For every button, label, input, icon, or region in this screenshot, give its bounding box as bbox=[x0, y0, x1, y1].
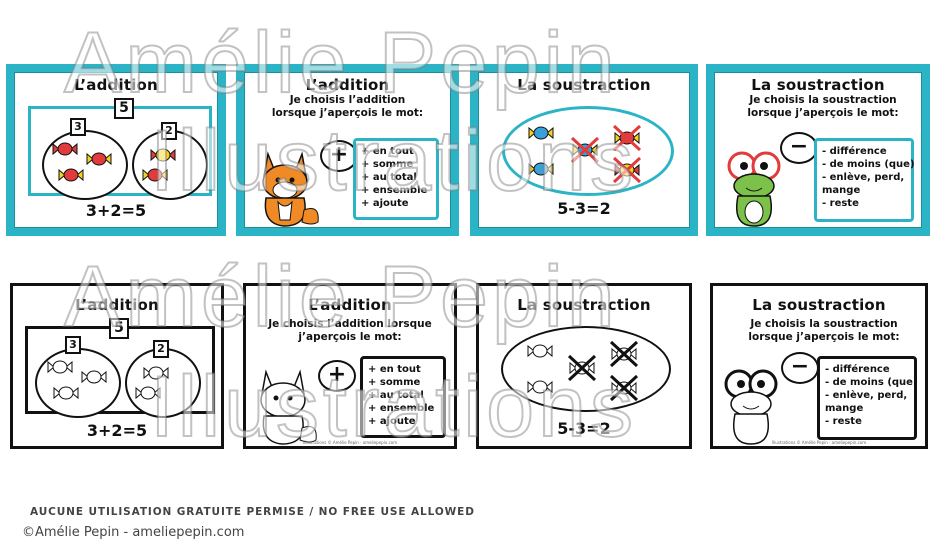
candy-icon bbox=[58, 168, 84, 182]
card-title: La soustraction bbox=[517, 76, 651, 94]
list-item: + ajoute bbox=[368, 416, 416, 427]
list-item: + somme bbox=[368, 377, 421, 388]
list-item: + au total bbox=[368, 390, 424, 401]
list-item: - de moins (que) bbox=[822, 159, 915, 170]
right-number-box: 2 bbox=[153, 340, 169, 358]
card-title: La soustraction bbox=[517, 296, 651, 314]
list-item: + en tout bbox=[361, 146, 414, 157]
thought-bubble-minus: − bbox=[781, 352, 819, 384]
crossed-candy-icon bbox=[612, 156, 642, 184]
list-item: + en tout bbox=[368, 364, 421, 375]
candy-icon bbox=[47, 360, 73, 374]
card-subtitle: Je choisis l’addition lorsque j’aperçois… bbox=[268, 318, 432, 343]
list-item: - enlève, perd, mange bbox=[822, 172, 905, 196]
thought-bubble-plus: + bbox=[320, 140, 358, 172]
card-addition-words-color: L’addition Je choisis l’addition lorsque… bbox=[236, 64, 459, 236]
addition-keyword-list: + en tout + somme + au total + ensemble … bbox=[360, 356, 446, 438]
candy-icon bbox=[135, 386, 161, 400]
crossed-candy-icon bbox=[609, 340, 639, 368]
card-subtraction-words-color: La soustraction Je choisis la soustracti… bbox=[706, 64, 930, 236]
list-item: + ajoute bbox=[361, 198, 409, 209]
list-item: - enlève, perd, mange bbox=[825, 390, 908, 414]
candy-icon bbox=[527, 380, 553, 394]
list-item: - reste bbox=[822, 198, 859, 209]
left-number-box: 3 bbox=[65, 336, 81, 354]
frog-icon bbox=[727, 151, 781, 227]
list-item: + ensemble bbox=[368, 403, 435, 414]
candy-icon bbox=[527, 344, 553, 358]
equation: 3+2=5 bbox=[85, 201, 147, 220]
equation: 3+2=5 bbox=[86, 421, 148, 440]
list-item: - différence bbox=[822, 146, 887, 157]
card-subtitle: Je choisis la soustraction lorsque j’ape… bbox=[748, 318, 900, 343]
list-item: - différence bbox=[825, 364, 890, 375]
card-title: L’addition bbox=[308, 296, 392, 314]
right-number-box: 2 bbox=[161, 122, 177, 140]
candy-icon bbox=[81, 370, 107, 384]
thought-bubble-minus: − bbox=[780, 132, 818, 164]
list-item: - reste bbox=[825, 416, 862, 427]
candy-icon bbox=[142, 168, 168, 182]
right-group-circle bbox=[132, 130, 208, 200]
card-title: La soustraction bbox=[752, 296, 886, 314]
candy-icon bbox=[528, 126, 554, 140]
copyright-text: ©Amélie Pepin - ameliepepin.com bbox=[22, 525, 245, 540]
right-group-circle bbox=[125, 348, 201, 418]
equation: 5-3=2 bbox=[557, 199, 611, 218]
card-title: L’addition bbox=[74, 76, 158, 94]
fox-icon bbox=[262, 151, 319, 227]
illustration-credit: Illustrations © Amélie Pepin · ameliepep… bbox=[302, 440, 398, 445]
list-item: - de moins (que) bbox=[825, 377, 918, 388]
candy-icon bbox=[53, 386, 79, 400]
list-item: + somme bbox=[361, 159, 414, 170]
left-group-circle bbox=[35, 348, 121, 418]
list-item: + au total bbox=[361, 172, 417, 183]
equation: 5-3=2 bbox=[557, 419, 611, 438]
card-title: L’addition bbox=[75, 296, 159, 314]
subtraction-keyword-list: - différence - de moins (que) - enlève, … bbox=[814, 138, 915, 222]
crossed-candy-icon bbox=[570, 136, 600, 164]
card-subtraction-words-bw: La soustraction Je choisis la soustracti… bbox=[710, 283, 928, 449]
card-addition-words-bw: L’addition Je choisis l’addition lorsque… bbox=[243, 283, 457, 449]
addition-keyword-list: + en tout + somme + au total + ensemble … bbox=[353, 138, 439, 220]
candy-icon bbox=[143, 366, 169, 380]
total-number-box: 5 bbox=[114, 98, 134, 119]
subtraction-keyword-list: - différence - de moins (que) - enlève, … bbox=[817, 356, 918, 440]
candy-icon bbox=[528, 162, 554, 176]
card-subtraction-color: La soustraction 5-3=2 bbox=[470, 64, 698, 236]
crossed-candy-icon bbox=[612, 124, 642, 152]
left-number-box: 3 bbox=[70, 118, 86, 136]
card-title: La soustraction bbox=[751, 76, 885, 94]
left-group-circle bbox=[42, 130, 128, 200]
thought-bubble-plus: + bbox=[318, 360, 356, 392]
crossed-candy-icon bbox=[567, 354, 597, 382]
candy-icon bbox=[150, 148, 176, 162]
candy-icon bbox=[52, 142, 78, 156]
crossed-candy-icon bbox=[609, 374, 639, 402]
usage-notice: AUCUNE UTILISATION GRATUITE PERMISE / NO… bbox=[30, 506, 475, 518]
illustration-credit: Illustrations © Amélie Pepin · ameliepep… bbox=[771, 440, 867, 445]
list-item: + ensemble bbox=[361, 185, 428, 196]
subtraction-circle bbox=[501, 326, 671, 412]
frog-icon bbox=[724, 369, 778, 445]
candy-icon bbox=[86, 152, 112, 166]
total-number-box: 5 bbox=[109, 318, 129, 339]
card-addition-bw: L’addition 5 3 2 3+2=5 bbox=[10, 283, 224, 449]
card-subtraction-bw: La soustraction 5-3=2 bbox=[476, 283, 692, 449]
card-subtitle: Je choisis la soustraction lorsque j’ape… bbox=[747, 94, 899, 119]
card-title: L’addition bbox=[305, 76, 390, 94]
fox-icon bbox=[260, 369, 317, 445]
card-addition-color: L’addition 5 3 2 3+2=5 bbox=[6, 64, 226, 236]
card-subtitle: Je choisis l’addition lorsque j’aperçois… bbox=[271, 94, 424, 119]
